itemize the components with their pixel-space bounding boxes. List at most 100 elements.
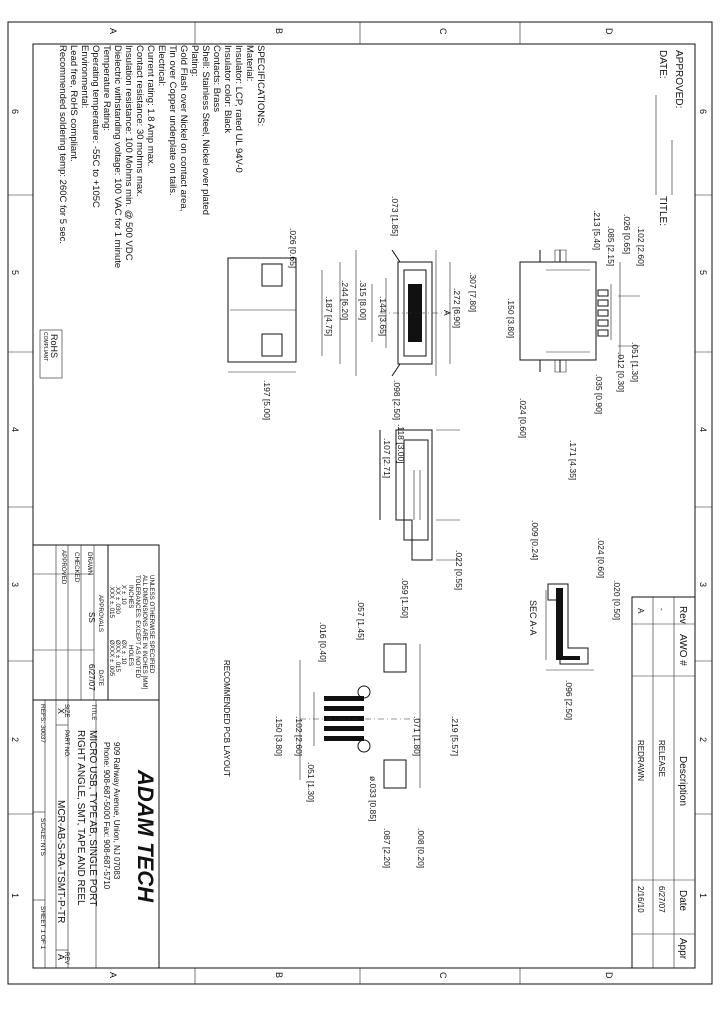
spec-line: Insulator: LCP, rated UL 94V-0 — [233, 45, 244, 173]
zone-right-letter: B — [274, 972, 284, 978]
dim-label: .107 [2.71] — [382, 438, 392, 478]
spec-line: Temperature Rating: — [101, 45, 112, 131]
spec-line: Electrical: — [156, 45, 167, 86]
zone-bottom-number: 1 — [698, 893, 708, 898]
dim-label: .272 [6.90] — [452, 288, 462, 328]
pcb-layout: RECOMMENDED PCB LAYOUT — [222, 643, 421, 789]
dim-label: .144 [3.65] — [378, 296, 388, 336]
part-no-label: PART NO. — [63, 730, 69, 758]
rev-cell: A — [636, 608, 645, 614]
drawn-date: 6/27/07 — [87, 664, 96, 691]
zone-bottom-number: 4 — [698, 427, 708, 432]
company-phone: Phone: 908-687-5000 Fax: 908-687-5710 — [102, 742, 111, 890]
rohs-text: RoHS — [49, 334, 59, 358]
approvals-label: APPROVALS — [97, 595, 104, 632]
dim-label: .307 [7.80] — [468, 272, 478, 312]
spec-line: Dielectric withstanding voltage: 100 VAC… — [112, 45, 123, 268]
description-cell: RELEASE — [657, 740, 666, 777]
spec-line: Shell: Stainless Steel, Nickel over plat… — [200, 45, 211, 215]
zone-top-number: 3 — [10, 582, 20, 587]
spec-line: Contacts: Brass — [211, 45, 222, 112]
tolerance-line: ALL DIMENSIONS ARE IN INCHES [MM] — [141, 575, 148, 690]
dim-label: .102 [2.60] — [294, 716, 304, 756]
spec-line: Plating: — [189, 45, 200, 77]
company-name: ADAM TECH — [133, 769, 158, 903]
zone-top-number: 4 — [10, 427, 20, 432]
dimension-labels: .102 [2.60] .026 [0.65] .085 [2.15] .213… — [262, 196, 646, 868]
spec-line: Environmental: — [79, 45, 90, 108]
rev-header: Rev — [677, 606, 688, 624]
spec-line: Recommended soldering temp: 260C for 5 s… — [57, 45, 68, 244]
rev-value: A — [56, 954, 66, 960]
approved-label: APPROVED: — [673, 50, 684, 108]
rev-label: REV — [63, 952, 69, 964]
rev-cell: - — [657, 608, 666, 611]
title-label: TITLE: — [657, 196, 668, 226]
tolerance-line: INCHES — [127, 585, 134, 608]
dim-label: .071 [1.80] — [412, 716, 422, 756]
tolerance-line: ØX ± .10 — [120, 640, 127, 665]
zone-left-letter: D — [604, 28, 614, 35]
dim-label: .244 [6.20] — [340, 280, 350, 320]
rohs-compliant-text: COMPLIANT — [42, 332, 48, 361]
drawn-by: SS — [87, 612, 96, 623]
sheet: SHEET 1 OF 1 — [39, 906, 46, 950]
date-cell: 2/16/10 — [636, 886, 645, 913]
checked-label: CHECKED — [73, 552, 80, 583]
dim-label: .171 [4.35] — [568, 440, 578, 480]
dim-label: .057 [1.45] — [356, 600, 366, 640]
zone-right-letter: C — [438, 972, 448, 979]
zone-right-letter: D — [604, 972, 614, 979]
revision-table: Rev AWO # Description Date Appr - RELEAS… — [631, 596, 696, 969]
spec-line: Material: — [244, 45, 255, 81]
appr-header: Appr — [677, 938, 688, 960]
zone-ticks — [8, 22, 712, 984]
dim-label: .051 [1.30] — [630, 342, 640, 382]
tolerance-line: ØXXX ± .005 — [108, 640, 115, 677]
date-cell: 6/27/07 — [657, 886, 666, 913]
dim-label: .026 [0.65] — [288, 228, 298, 268]
zone-bottom-number: 5 — [698, 270, 708, 275]
dim-label: .197 [5.00] — [262, 380, 272, 420]
tolerance-line: ØXX ± .015 — [114, 640, 121, 673]
section-label: SEC A-A — [528, 600, 538, 636]
dim-label: .009 [0.24] — [530, 520, 540, 560]
zone-bottom-number: 2 — [698, 737, 708, 742]
size-label: SIZE — [63, 704, 69, 717]
side-view — [379, 429, 460, 561]
zone-left-letter: A — [108, 28, 118, 34]
dim-label: .098 [2.50] — [392, 380, 402, 420]
dim-label: .085 [2.15] — [606, 226, 616, 266]
spec-line: Insulation resistance: 100 Mohms min. @ … — [123, 45, 134, 261]
zone-left-letter: C — [438, 28, 448, 35]
pcb-pads — [324, 696, 364, 741]
left-view — [227, 257, 297, 373]
dim-label: .024 [0.60] — [518, 398, 528, 438]
drawn-label: DRAWN — [86, 552, 93, 575]
dim-label: .096 [2.50] — [564, 680, 574, 720]
spec-heading: SPECIFICATIONS: — [255, 45, 266, 126]
dim-label: .022 [0.55] — [454, 550, 464, 590]
part-number: MCR-AB-S-RA-TSMT-P-TR — [55, 800, 66, 923]
dim-label: .150 [3.80] — [506, 298, 516, 338]
dim-label: .024 [0.60] — [596, 538, 606, 578]
dim-label: .102 [2.60] — [636, 226, 646, 266]
dim-label: .150 [3.80] — [274, 716, 284, 756]
dim-label: .219 [5.57] — [450, 716, 460, 756]
zone-labels: 6 5 4 3 2 1 6 5 4 3 2 1 A B C D A B C D — [10, 28, 708, 979]
spec-line: Lead free, RoHS compliant. — [68, 45, 79, 162]
dim-label: .073 [1.85] — [390, 196, 400, 236]
size-value: X — [56, 708, 66, 714]
top-view-pins — [597, 289, 609, 337]
dim-label: .187 [4.75] — [324, 296, 334, 336]
dim-label: .051 [1.30] — [306, 762, 316, 802]
title-block: UNLESS OTHERWISE SPECIFIED ALL DIMENSION… — [32, 544, 160, 969]
dim-label: .020 [0.50] — [612, 580, 622, 620]
dim-label: .213 [5.40] — [592, 210, 602, 250]
zone-top-number: 6 — [10, 109, 20, 114]
spec-line: Insulator color: Black — [222, 45, 233, 133]
dim-label: ø.033 [0.85] — [368, 776, 378, 821]
front-view — [321, 249, 460, 377]
specifications: SPECIFICATIONS: Material: Insulator: LCP… — [57, 45, 266, 268]
